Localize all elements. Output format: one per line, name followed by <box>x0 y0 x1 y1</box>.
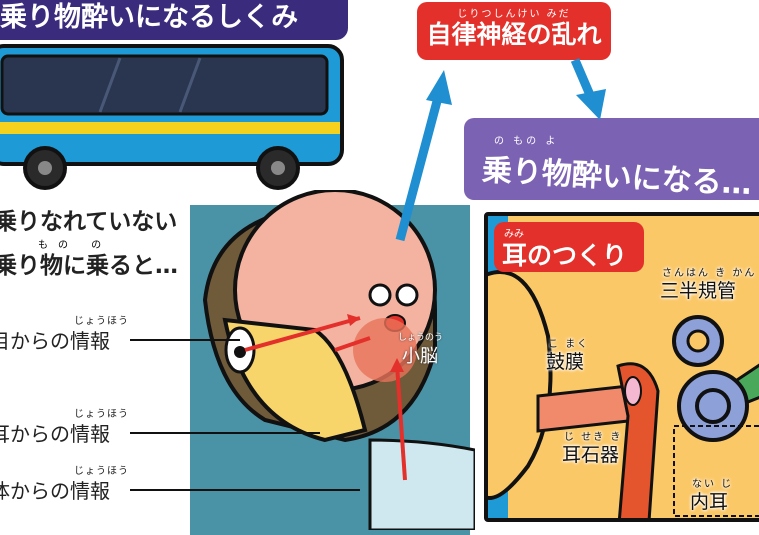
autonomic-disorder-banner: じりつしんけい みだ 自律神経の乱れ <box>417 2 611 60</box>
cerebellum-label: しょうのう 小脳 <box>398 333 444 367</box>
eye-signal-arrow <box>244 316 361 352</box>
leader-line <box>130 489 360 491</box>
info-body: じょうほう 体からの情報 <box>0 466 129 503</box>
leader-line <box>130 432 320 434</box>
label-eardrum: こ まく 鼓膜 <box>546 339 590 373</box>
arrows <box>395 58 606 242</box>
lead-line-2: 乗り物に乗ると… <box>0 253 178 279</box>
motion-sickness-result: の もの よ 乗り物酔いになる… <box>464 118 759 202</box>
lead-ruby: もの の <box>38 240 112 251</box>
leader-line <box>130 339 240 341</box>
label-inner-ear: ない じ 内耳 <box>690 479 734 513</box>
up-arrow-icon <box>395 88 445 242</box>
info-ear: じょうほう 耳からの情報 <box>0 409 129 446</box>
ear-structure-title: みみ 耳のつくり <box>494 222 644 272</box>
lead-line-1: 乗りなれていない <box>0 209 178 235</box>
page-title: 乗り物酔いになるしくみ <box>0 0 348 40</box>
label-otolith-organ: じ せき き 耳石器 <box>562 432 623 466</box>
person-illustration <box>202 190 475 530</box>
ear-illustration <box>488 216 759 518</box>
down-arrow-icon <box>570 58 595 97</box>
bus-illustration <box>0 44 344 190</box>
label-semicircular-canals: さんはん き かん 三半規管 <box>660 268 757 302</box>
info-eye: じょうほう 目からの情報 <box>0 316 129 353</box>
